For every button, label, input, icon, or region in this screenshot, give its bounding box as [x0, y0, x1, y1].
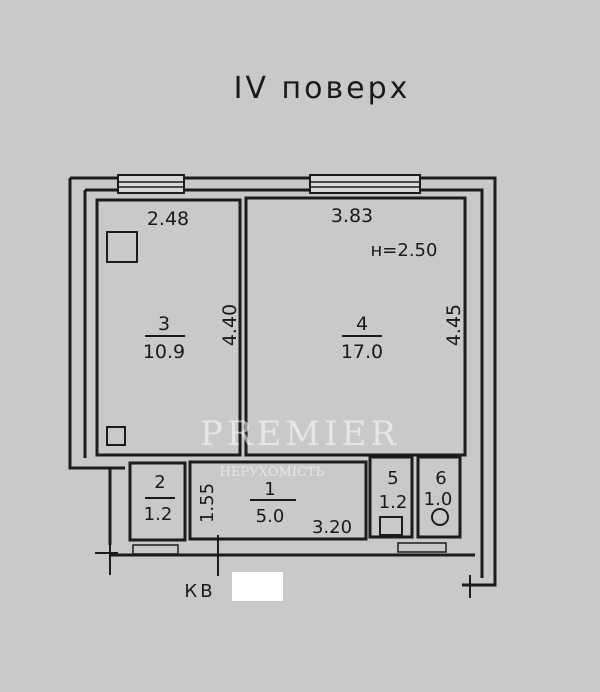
room-3-width: 2.48 [147, 208, 189, 230]
room-3-length: 4.40 [219, 304, 241, 346]
toilet-icon [431, 508, 449, 526]
room-5-number: 5 [387, 468, 398, 489]
sink-icon [106, 426, 126, 446]
room-5: 5 1.2 [368, 455, 414, 539]
room-3: 2.48 3 10.9 4.40 [95, 198, 242, 457]
room-4-area: 17.0 [341, 341, 383, 363]
windows [117, 174, 421, 194]
room-3-area: 10.9 [143, 341, 185, 363]
room-6-area: 1.0 [424, 489, 453, 510]
apartment-label: КВ [184, 581, 215, 602]
room-1-length: 1.55 [197, 483, 218, 523]
floor-title: IV поверх [234, 71, 411, 106]
room-4-height: н=2.50 [371, 240, 438, 261]
bathtub-icon [379, 516, 403, 536]
room-6: 6 1.0 [416, 455, 462, 539]
vents [132, 542, 447, 555]
room-1-width: 3.20 [312, 517, 352, 538]
room-5-area: 1.2 [379, 492, 408, 513]
watermark-sub: НЕРУХОМІСТЬ [220, 465, 325, 480]
room-4-length: 4.45 [443, 304, 465, 346]
room-6-number: 6 [435, 468, 446, 489]
watermark-brand: PREMIER [200, 414, 400, 454]
room-2: 2 1.2 [128, 461, 187, 542]
room-1-area: 5.0 [256, 506, 285, 527]
room-2-number: 2 [154, 472, 165, 493]
room-2-area: 1.2 [144, 504, 173, 525]
room-3-number: 3 [158, 313, 170, 335]
room-1: 1.55 1 5.0 3.20 [188, 460, 368, 541]
room-4: 3.83 н=2.50 4 17.0 4.45 [244, 196, 467, 457]
redacted-number [232, 572, 283, 601]
stove-icon [106, 231, 138, 263]
dimension-ticks [95, 535, 490, 598]
room-4-width: 3.83 [331, 205, 373, 227]
room-1-number: 1 [264, 479, 275, 500]
room-4-number: 4 [356, 313, 368, 335]
